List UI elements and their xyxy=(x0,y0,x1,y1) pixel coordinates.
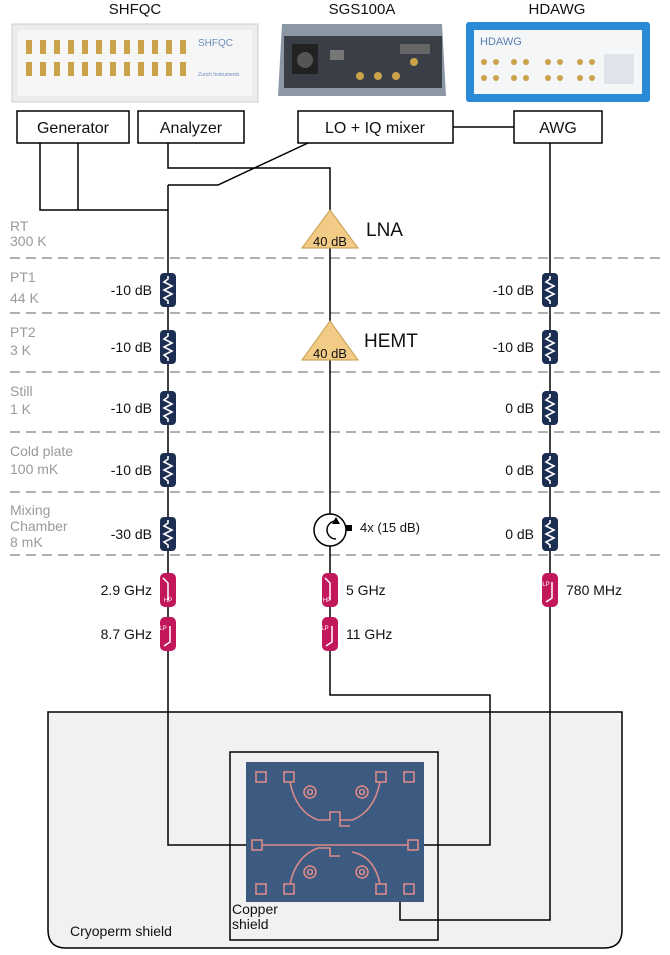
right-lp-filter: LP xyxy=(542,573,558,607)
sgs100a-title: SGS100A xyxy=(329,1,396,18)
shfqc-front-label: SHFQC xyxy=(198,38,233,49)
stage-rt-name: RT xyxy=(10,218,29,234)
left-attenuator-mxc xyxy=(160,517,176,551)
stage-coldplate-temp: 100 mK xyxy=(10,461,59,477)
stage-mxc-name: Mixing xyxy=(10,502,50,518)
hdawg-front-label: HDAWG xyxy=(480,36,522,48)
stage-still-name: Still xyxy=(10,383,33,399)
stage-pt1-temp: 44 K xyxy=(10,290,39,306)
left-lp-filter: LP xyxy=(159,617,176,651)
right-attenuator-mxc xyxy=(542,517,558,551)
right-att-value-coldplate: 0 dB xyxy=(505,462,534,478)
right-attenuator-pt1 xyxy=(542,273,558,307)
mid-hp-value: 5 GHz xyxy=(346,582,386,598)
stage-pt2-temp: 3 K xyxy=(10,342,32,358)
left-lp-value: 8.7 GHz xyxy=(101,626,152,642)
circulator-icon xyxy=(314,514,352,546)
right-att-value-mxc: 0 dB xyxy=(505,526,534,542)
right-attenuator-coldplate xyxy=(542,453,558,487)
sgs100a-instrument xyxy=(278,24,446,96)
right-attenuator-still xyxy=(542,391,558,425)
lo-iq-mixer-label: LO + IQ mixer xyxy=(325,120,426,137)
stage-rt-temp: 300 K xyxy=(10,233,47,249)
left-att-value-pt2: -10 dB xyxy=(111,339,152,355)
mid-hp-filter: HP xyxy=(322,573,338,607)
right-att-value-pt1: -10 dB xyxy=(493,282,534,298)
stage-mxc-name2: Chamber xyxy=(10,518,68,534)
stage-coldplate-name: Cold plate xyxy=(10,443,73,459)
copper-label-2: shield xyxy=(232,916,269,932)
copper-label-1: Copper xyxy=(232,901,278,917)
shfqc-instrument: SHFQC Zurich Instruments xyxy=(12,24,258,102)
right-att-value-pt2: -10 dB xyxy=(493,339,534,355)
stage-pt2-name: PT2 xyxy=(10,324,36,340)
circulator-label: 4x (15 dB) xyxy=(360,520,420,535)
left-attenuator-still xyxy=(160,391,176,425)
mid-lp-value: 11 GHz xyxy=(346,626,392,642)
right-att-value-still: 0 dB xyxy=(505,400,534,416)
analyzer-label: Analyzer xyxy=(160,120,223,137)
mid-lp-filter: LP xyxy=(321,617,338,651)
right-attenuator-pt2 xyxy=(542,330,558,364)
left-att-value-coldplate: -10 dB xyxy=(111,462,152,478)
stage-still-temp: 1 K xyxy=(10,401,32,417)
left-attenuator-pt1 xyxy=(160,273,176,307)
lna-label: LNA xyxy=(366,220,403,241)
cryoperm-label: Cryoperm shield xyxy=(70,923,172,939)
left-attenuator-coldplate xyxy=(160,453,176,487)
stage-pt1-name: PT1 xyxy=(10,269,36,285)
hdawg-title: HDAWG xyxy=(529,1,586,18)
awg-label: AWG xyxy=(539,120,577,137)
shfqc-brand: Zurich Instruments xyxy=(198,72,240,78)
stage-mxc-temp: 8 mK xyxy=(10,534,43,550)
left-hp-filter: HP xyxy=(160,573,176,607)
mid-lp-tag: LP xyxy=(321,626,328,632)
right-lp-tag: LP xyxy=(542,582,549,588)
qubit-chip xyxy=(246,762,424,902)
shfqc-title: SHFQC xyxy=(109,1,162,18)
hemt-label: HEMT xyxy=(364,331,418,352)
stage-separators xyxy=(10,258,660,555)
left-att-value-mxc: -30 dB xyxy=(111,526,152,542)
hemt-gain: 40 dB xyxy=(313,346,347,361)
left-att-value-still: -10 dB xyxy=(111,400,152,416)
left-att-value-pt1: -10 dB xyxy=(111,282,152,298)
hdawg-instrument: HDAWG xyxy=(466,22,650,102)
left-lp-tag: LP xyxy=(159,626,166,632)
left-attenuator-pt2 xyxy=(160,330,176,364)
mid-hp-tag: HP xyxy=(323,598,331,604)
generator-label: Generator xyxy=(37,120,110,137)
right-lp-value: 780 MHz xyxy=(566,582,622,598)
left-hp-value: 2.9 GHz xyxy=(101,582,152,598)
left-hp-tag: HP xyxy=(164,598,172,604)
lna-gain: 40 dB xyxy=(313,234,347,249)
